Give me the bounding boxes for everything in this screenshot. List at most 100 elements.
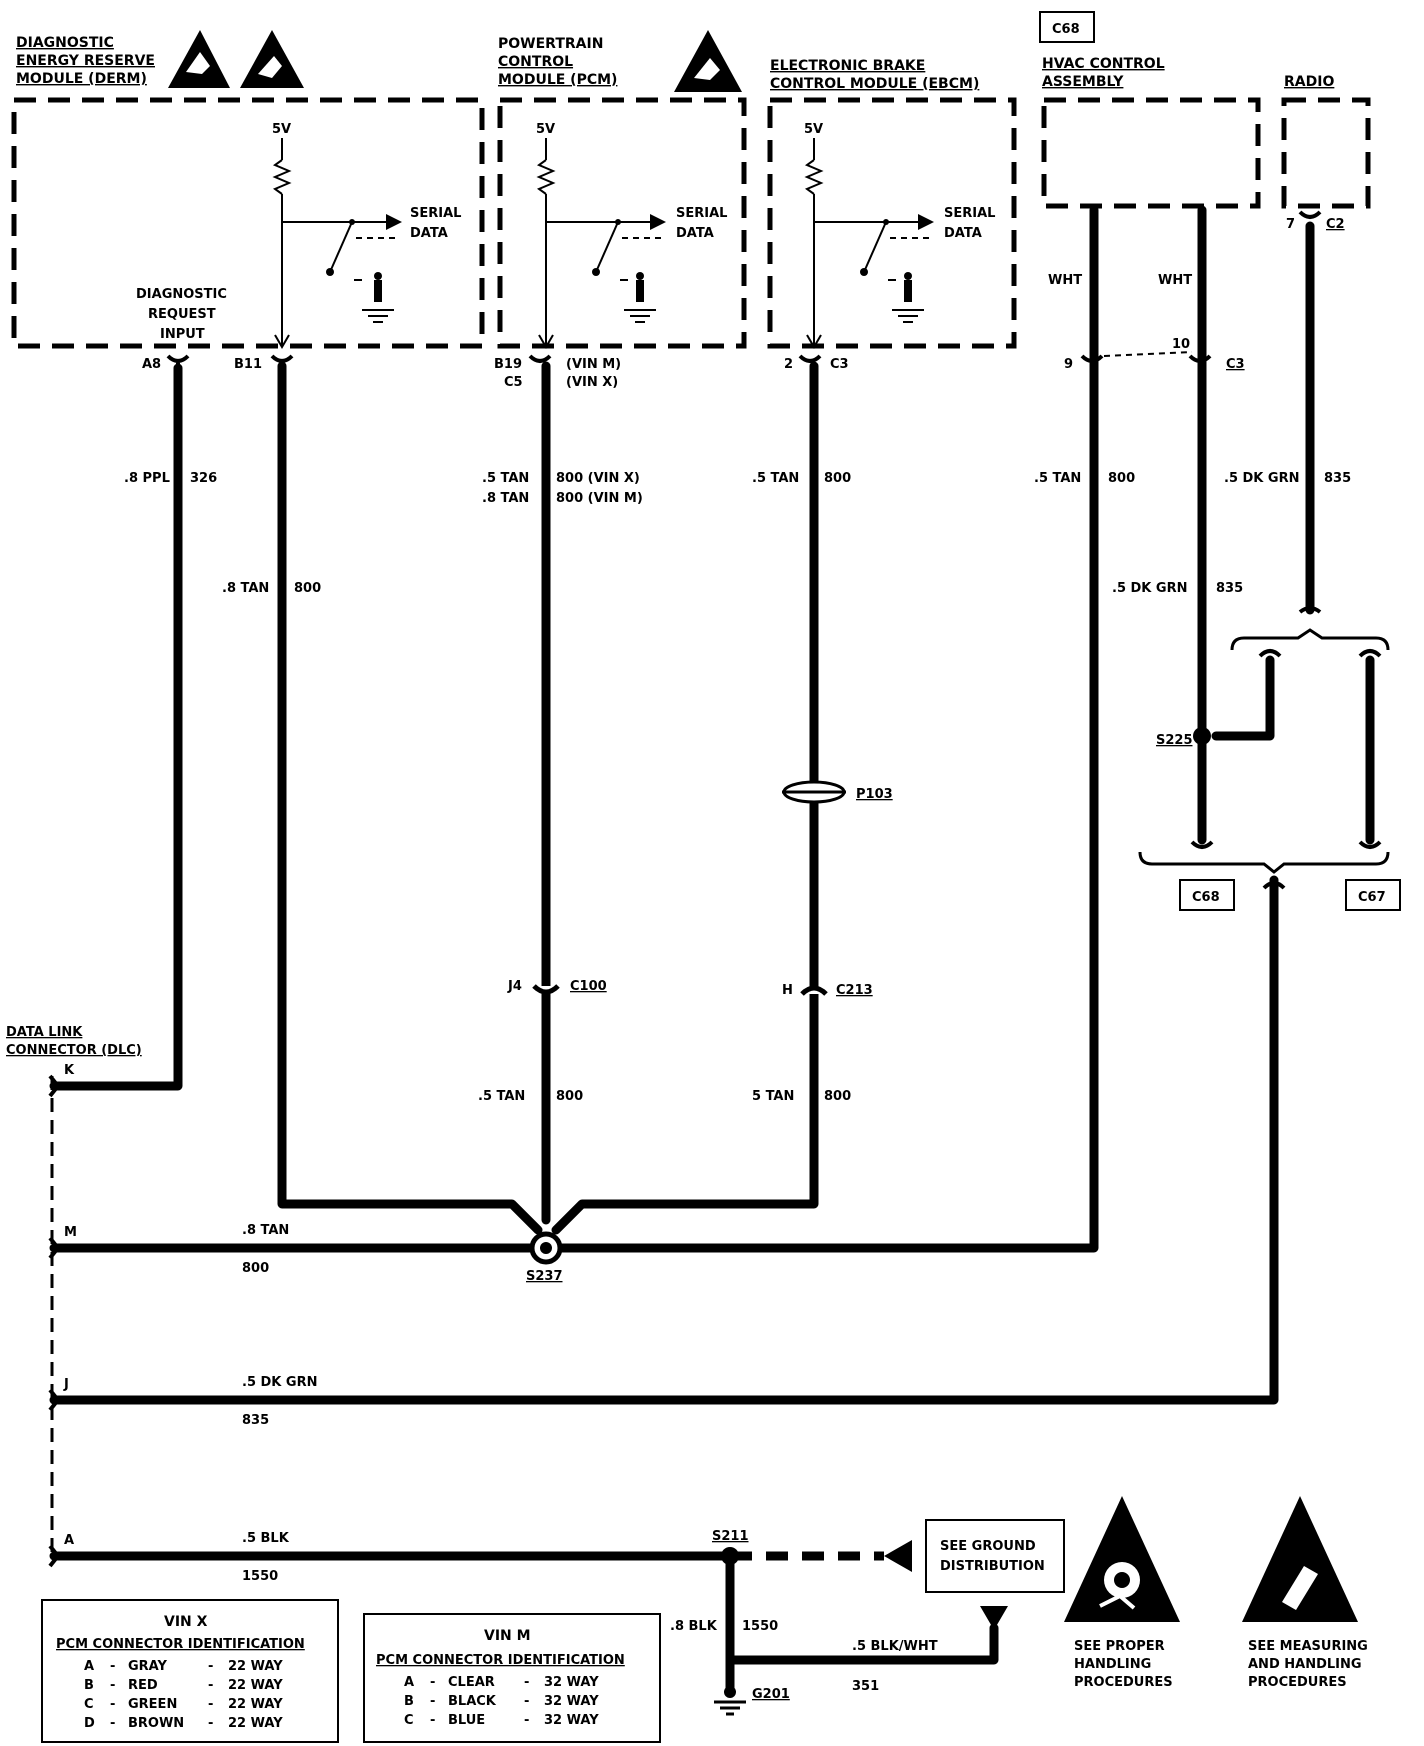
svg-text:A8: A8	[142, 357, 161, 372]
svg-text:C100: C100	[570, 979, 607, 994]
svg-text:DATA: DATA	[410, 226, 448, 241]
table-cell-way: 22 WAY	[228, 1697, 283, 1712]
dlc-label: DATA LINK CONNECTOR (DLC) K M J A	[6, 1025, 142, 1548]
svg-text:(VIN M): (VIN M)	[566, 357, 621, 372]
table-cell-way: 22 WAY	[228, 1716, 283, 1731]
table-cell-pin: A	[84, 1659, 94, 1674]
table-cell-dash: -	[430, 1694, 435, 1709]
table-cell-pin: B	[404, 1694, 414, 1709]
svg-text:.5 DK GRN: .5 DK GRN	[1112, 581, 1187, 596]
svg-text:C213: C213	[836, 983, 873, 998]
svg-text:C67: C67	[1358, 890, 1386, 905]
svg-text:H: H	[782, 983, 793, 998]
svg-text:835: 835	[1324, 471, 1351, 486]
wire-j-835	[49, 875, 1279, 1405]
table-cell-color: BLUE	[448, 1713, 485, 1728]
derm-serial-circuit: 5V SERIAL DATA	[272, 122, 461, 349]
svg-text:SEE MEASURING: SEE MEASURING	[1248, 1639, 1368, 1654]
svg-text:835: 835	[1216, 581, 1243, 596]
derm-module-box	[11, 97, 485, 349]
table-cell-dash: -	[208, 1659, 213, 1674]
table-cell-dash: -	[524, 1675, 529, 1690]
wire-326	[49, 363, 183, 1091]
svg-text:2: 2	[784, 357, 793, 372]
table-cell-dash: -	[110, 1697, 115, 1712]
c68-c67-connector: C68 C67	[1138, 840, 1401, 911]
derm-header: DIAGNOSTIC ENERGY RESERVE MODULE (DERM)	[16, 35, 155, 87]
svg-text:AND HANDLING: AND HANDLING	[1248, 1657, 1362, 1672]
svg-text:J: J	[63, 1377, 69, 1392]
table-cell-dash: -	[524, 1694, 529, 1709]
svg-text:.5 TAN: .5 TAN	[1034, 471, 1081, 486]
svg-text:800: 800	[242, 1261, 269, 1276]
svg-text:SEE PROPER: SEE PROPER	[1074, 1639, 1165, 1654]
svg-text:.8 TAN: .8 TAN	[222, 581, 269, 596]
pcm-pins: B19 C5 (VIN M) (VIN X)	[494, 354, 621, 390]
svg-text:DIAGNOSTIC: DIAGNOSTIC	[136, 287, 227, 302]
svg-text:S237: S237	[526, 1269, 563, 1284]
svg-text:.8 PPL: .8 PPL	[124, 471, 170, 486]
esd-warning-icon	[168, 30, 230, 88]
svg-text:INPUT: INPUT	[160, 327, 205, 342]
table-cell-dash: -	[430, 1713, 435, 1728]
svg-text:800: 800	[824, 1089, 851, 1104]
hvac-module-box	[1041, 97, 1261, 209]
svg-text:M: M	[64, 1225, 77, 1240]
svg-text:MODULE (DERM): MODULE (DERM)	[16, 71, 147, 87]
ebcm-serial-circuit: 5V SERIAL DATA	[804, 122, 995, 349]
handling-warning: SEE PROPER HANDLING PROCEDURES	[1064, 1496, 1180, 1690]
table-cell-color: GREEN	[128, 1697, 177, 1712]
svg-text:.5 DK GRN: .5 DK GRN	[1224, 471, 1299, 486]
svg-text:POWERTRAIN: POWERTRAIN	[498, 36, 603, 52]
svg-text:B11: B11	[234, 357, 262, 372]
svg-text:C2: C2	[1326, 217, 1345, 232]
svg-text:PCM CONNECTOR IDENTIFICATION: PCM CONNECTOR IDENTIFICATION	[376, 1653, 625, 1668]
svg-text:SERIAL: SERIAL	[944, 206, 995, 221]
svg-text:.8 TAN: .8 TAN	[482, 491, 529, 506]
s211-splice: S211	[712, 1529, 749, 1565]
p103-grommet: P103	[782, 780, 893, 804]
svg-text:C68: C68	[1052, 22, 1080, 37]
svg-text:.5 BLK: .5 BLK	[242, 1531, 290, 1546]
table-cell-dash: -	[110, 1678, 115, 1693]
svg-text:VIN M: VIN M	[484, 1628, 531, 1644]
svg-text:5V: 5V	[272, 122, 291, 137]
svg-text:CONTROL MODULE (EBCM): CONTROL MODULE (EBCM)	[770, 76, 979, 92]
g201-ground-icon: G201	[714, 1686, 790, 1716]
esd-warning-icon	[674, 30, 742, 92]
svg-text:.8 BLK: .8 BLK	[670, 1619, 718, 1634]
svg-text:K: K	[64, 1063, 75, 1078]
measuring-warning-icon: SEE MEASURING AND HANDLING PROCEDURES	[1242, 1496, 1368, 1690]
svg-text:WHT: WHT	[1158, 273, 1192, 288]
svg-text:WHT: WHT	[1048, 273, 1082, 288]
vin-m-table: VIN M PCM CONNECTOR IDENTIFICATION A-CLE…	[363, 1613, 661, 1743]
ebcm-pins: 2 C3	[784, 354, 849, 372]
wire-labels: .8 PPL 326 .8 TAN 800 .5 TAN 800 (VIN X)…	[124, 273, 1351, 1694]
svg-text:5V: 5V	[536, 122, 555, 137]
table-cell-pin: B	[84, 1678, 94, 1693]
table-cell-way: 22 WAY	[228, 1678, 283, 1693]
radio-pins: 7 C2	[1286, 210, 1345, 232]
svg-text:SERIAL: SERIAL	[676, 206, 727, 221]
esd-warning-icon	[240, 30, 304, 88]
table-cell-color: BLACK	[448, 1694, 497, 1709]
table-cell-pin: A	[404, 1675, 414, 1690]
table-cell-color: CLEAR	[448, 1675, 495, 1690]
ebcm-header: ELECTRONIC BRAKE CONTROL MODULE (EBCM)	[770, 58, 979, 92]
wire-800-derm	[277, 361, 543, 1235]
svg-text:(VIN X): (VIN X)	[566, 375, 618, 390]
s225-splice-dot	[1193, 727, 1211, 745]
svg-text:.5 TAN: .5 TAN	[478, 1089, 525, 1104]
svg-text:5V: 5V	[804, 122, 823, 137]
svg-text:J4: J4	[507, 979, 522, 994]
svg-text:.5 BLK/WHT: .5 BLK/WHT	[852, 1639, 938, 1654]
c213-connector: H C213	[782, 983, 873, 998]
svg-text:800 (VIN M): 800 (VIN M)	[556, 491, 643, 506]
table-cell-dash: -	[208, 1678, 213, 1693]
svg-text:B19: B19	[494, 357, 522, 372]
svg-text:C3: C3	[1226, 357, 1245, 372]
svg-text:800: 800	[556, 1089, 583, 1104]
svg-text:CONTROL: CONTROL	[498, 54, 573, 70]
svg-text:PCM CONNECTOR IDENTIFICATION: PCM CONNECTOR IDENTIFICATION	[56, 1637, 305, 1652]
